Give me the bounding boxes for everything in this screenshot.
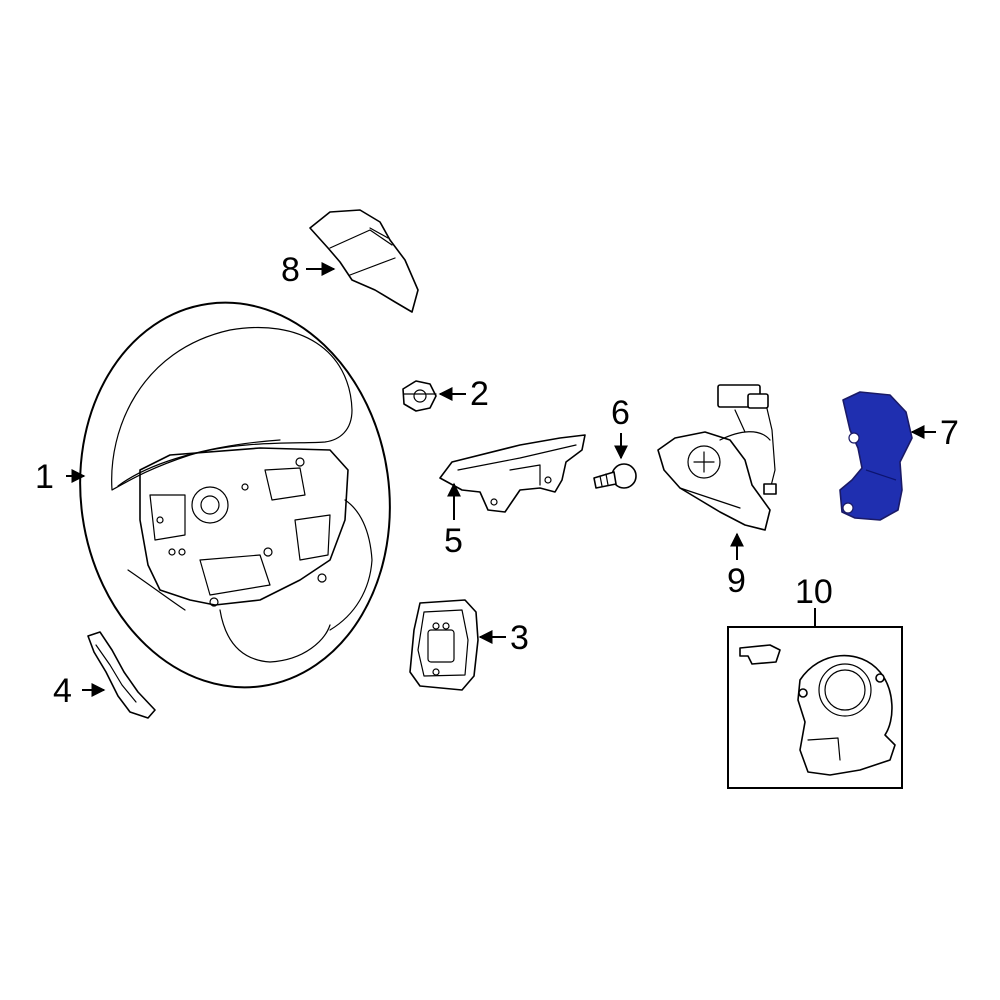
- callout-9: 9: [727, 562, 746, 600]
- switch-cover-part-7-highlighted[interactable]: [839, 391, 913, 521]
- steering-wheel-part-1[interactable]: [56, 282, 415, 707]
- callout-6: 6: [611, 394, 630, 432]
- callout-10: 10: [795, 573, 833, 611]
- callout-2: 2: [470, 375, 489, 413]
- callout-5: 5: [444, 522, 463, 560]
- nut-part-2[interactable]: [402, 380, 437, 412]
- callout-1: 1: [35, 458, 54, 496]
- callout-7: 7: [940, 414, 959, 452]
- callout-8: 8: [281, 251, 300, 289]
- callout-3: 3: [510, 619, 529, 657]
- switch-part-3[interactable]: [409, 599, 479, 691]
- leader-lines: [66, 262, 936, 697]
- callout-labels: 1 2 3 4 5 6 7 8 9 10: [35, 251, 959, 710]
- screw-part-6[interactable]: [593, 463, 637, 489]
- bracket-part-5[interactable]: [439, 434, 586, 513]
- switch-cover-part-8[interactable]: [309, 209, 419, 313]
- switch-assembly-part-9[interactable]: [657, 384, 777, 531]
- trim-cover-part-4[interactable]: [87, 631, 156, 719]
- callout-4: 4: [53, 672, 72, 710]
- clock-spring-part-10[interactable]: [727, 626, 903, 789]
